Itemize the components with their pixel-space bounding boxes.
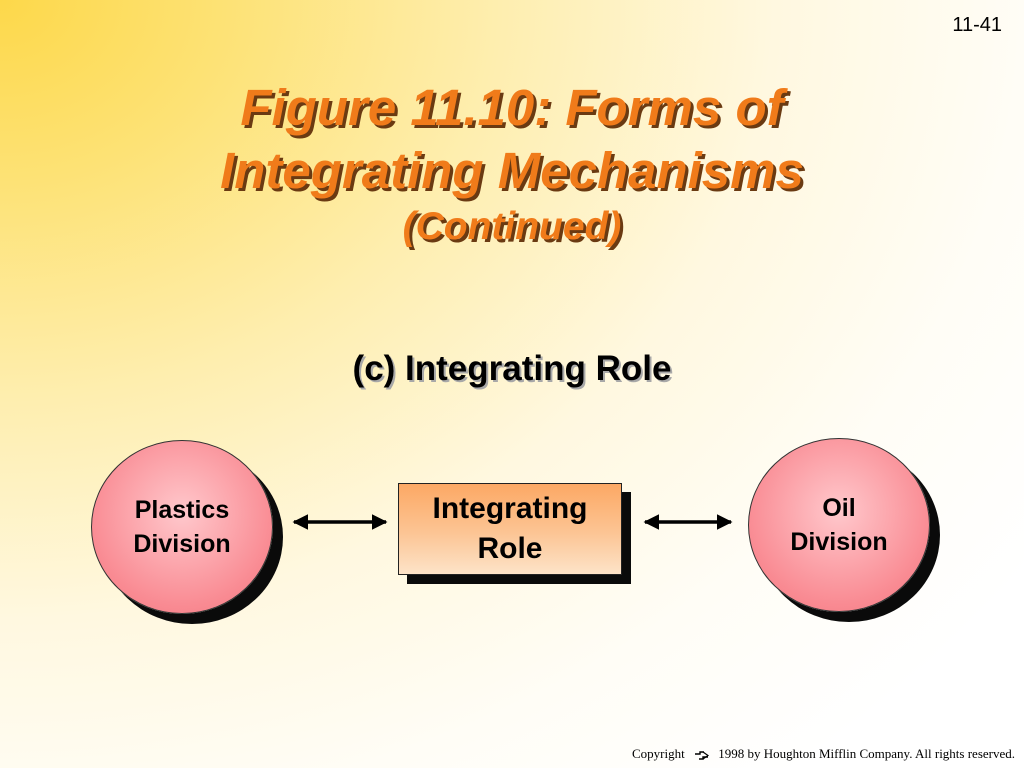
node-label: Oil Division	[790, 494, 888, 556]
copyright-footer: Copyright 1998 by Houghton Mifflin Compa…	[632, 746, 1015, 762]
node-label: Integrating Role	[432, 492, 588, 565]
node-integrating-role: Integrating Role	[398, 483, 622, 575]
title-line-3: (Continued)	[402, 205, 622, 248]
node-label: Plastics Division	[133, 496, 231, 558]
publisher-logo-icon	[694, 750, 709, 760]
node-oil-division: Oil Division	[748, 438, 930, 612]
title-line-1: Figure 11.10: Forms of	[240, 79, 784, 136]
slide-number: 11-41	[952, 14, 1002, 36]
title-line-2: Integrating Mechanisms	[220, 142, 804, 199]
node-plastics-division: Plastics Division	[91, 440, 273, 614]
slide-title: Figure 11.10: Forms of Integrating Mecha…	[0, 76, 1024, 252]
copyright-text: 1998 by Houghton Mifflin Company. All ri…	[718, 746, 1015, 761]
copyright-label: Copyright	[631, 746, 685, 761]
diagram-subtitle: (c) Integrating Role	[352, 349, 672, 388]
